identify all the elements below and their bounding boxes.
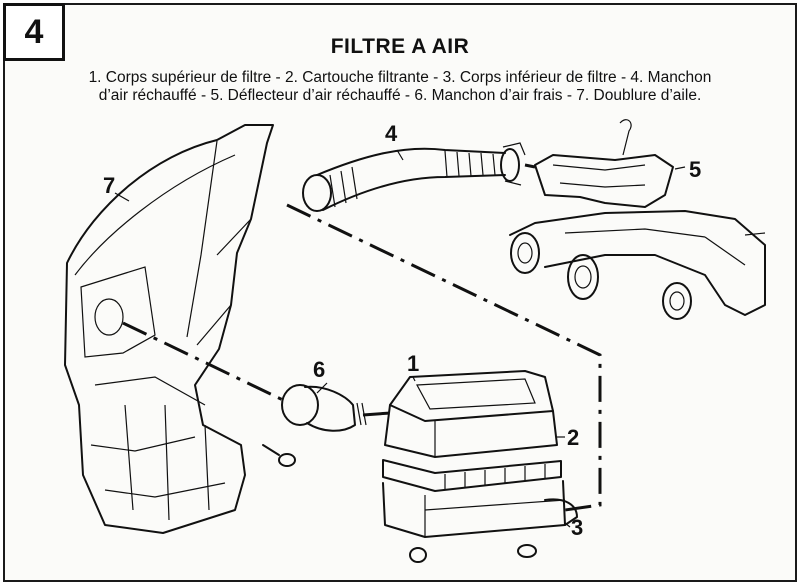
figure-caption: 1. Corps supérieur de filtre - 2. Cartou… bbox=[25, 69, 775, 105]
callout-4: 4 bbox=[385, 121, 398, 146]
exhaust-manifold bbox=[509, 210, 766, 320]
fender-liner bbox=[64, 124, 274, 534]
callout-1: 1 bbox=[407, 351, 419, 376]
figure-number: 4 bbox=[3, 3, 65, 61]
leader-lines bbox=[114, 149, 686, 528]
callout-2: 2 bbox=[567, 425, 579, 450]
caption-line-1: 1. Corps supérieur de filtre - 2. Cartou… bbox=[88, 69, 712, 86]
hot-air-deflector bbox=[534, 119, 674, 208]
callout-5: 5 bbox=[689, 157, 701, 182]
figure-page: 4 FILTRE A AIR 1. Corps supérieur de fil… bbox=[3, 3, 797, 582]
figure-title: FILTRE A AIR bbox=[330, 35, 470, 58]
air-filter-assembly bbox=[382, 370, 578, 563]
caption-line-2: d’air réchauffé - 5. Déflecteur d’air ré… bbox=[98, 87, 702, 104]
fresh-air-sleeve bbox=[281, 384, 367, 432]
callout-6: 6 bbox=[313, 357, 325, 382]
hot-air-hose bbox=[302, 142, 526, 212]
callout-7: 7 bbox=[103, 173, 115, 198]
assembly-lines bbox=[122, 163, 602, 512]
callout-3: 3 bbox=[571, 515, 583, 540]
exploded-diagram: 4 5 7 6 1 2 3 bbox=[64, 119, 766, 563]
screw bbox=[262, 444, 296, 467]
